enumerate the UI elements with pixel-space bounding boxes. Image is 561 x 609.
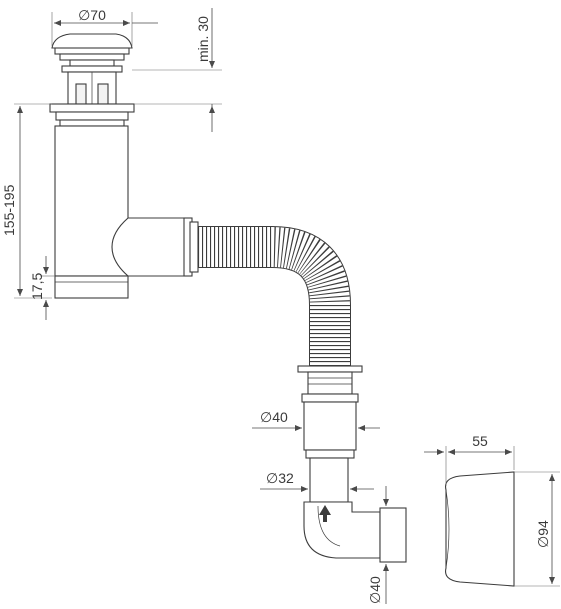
body-height-label: 155-195 <box>1 184 17 236</box>
dim-outlet-diameter: ∅40 <box>252 409 380 431</box>
dim-elbow-diameter: ∅40 <box>367 486 389 604</box>
dim-bottom-height: 17,5 <box>29 256 55 320</box>
dim-inlet-diameter: ∅32 <box>260 470 374 492</box>
dim-cap-height: min. 30 <box>132 8 222 132</box>
cover-depth-label: 55 <box>472 433 488 449</box>
outlet-diameter-label: ∅40 <box>260 409 288 425</box>
arrow-icon <box>319 505 331 522</box>
wall-elbow <box>303 457 407 563</box>
cover-diameter-label: ∅94 <box>535 520 551 548</box>
elbow-diameter-label: ∅40 <box>367 576 383 604</box>
bottom-height-label: 17,5 <box>29 273 45 300</box>
dim-body-height: 155-195 <box>1 103 52 299</box>
dim-cap-diameter: ∅70 <box>51 7 158 46</box>
valve-stem <box>67 71 117 105</box>
siphon-body <box>54 125 199 299</box>
drain-flange <box>49 103 135 127</box>
dim-cover-diameter: ∅94 <box>514 471 560 587</box>
cap-height-label: min. 30 <box>195 16 211 62</box>
cap-diameter-label: ∅70 <box>78 7 106 23</box>
popup-cap <box>51 33 133 73</box>
dim-cover-depth: 55 <box>424 433 515 486</box>
inlet-diameter-label: ∅32 <box>266 470 294 486</box>
outlet-connector <box>297 365 363 459</box>
wall-cover <box>445 471 515 587</box>
flexible-hose <box>198 226 351 368</box>
